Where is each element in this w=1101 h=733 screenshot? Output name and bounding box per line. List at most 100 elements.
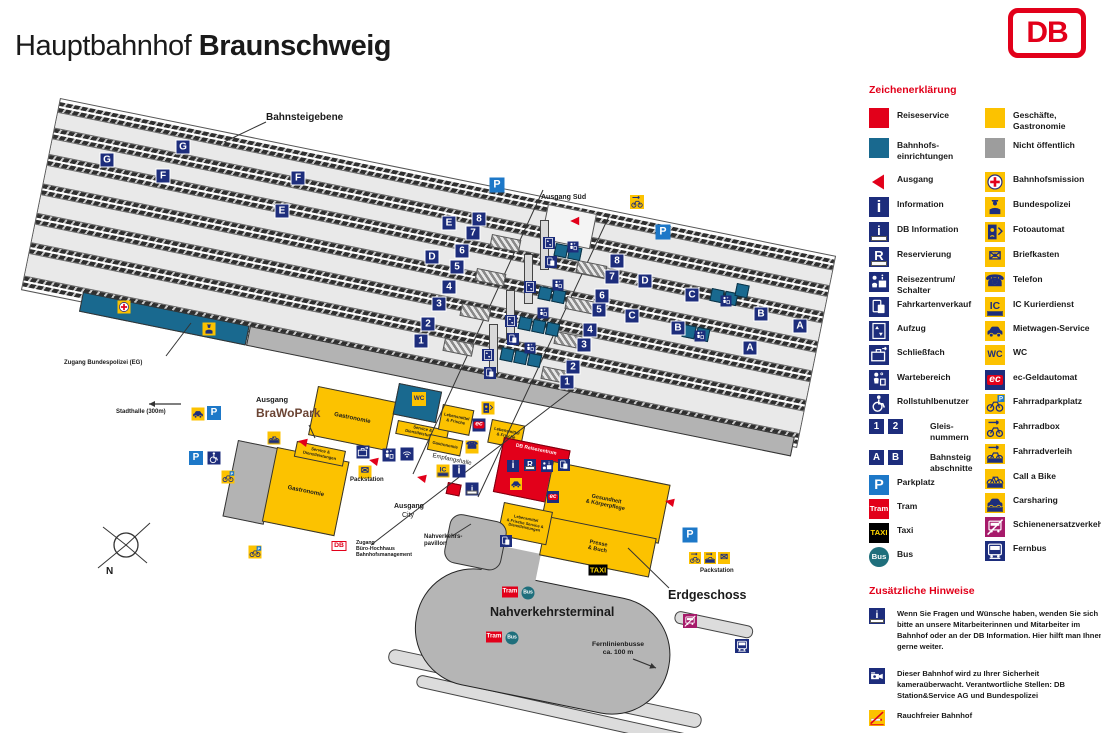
aufzug-icon [543, 237, 555, 249]
track-number-sign: 5 [591, 302, 607, 318]
track-number-sign: 1 [413, 333, 429, 349]
fahrradverleih-legend-icon [985, 444, 1005, 464]
legend-label: WC [1013, 347, 1028, 357]
nahverkehrsterminal-label: Nahverkehrsterminal [490, 605, 615, 619]
elevator-shaft [524, 254, 533, 304]
legend-label: Ausgang [897, 174, 934, 184]
note-text: Rauchfreier Bahnhof [897, 711, 973, 720]
city-label: City [402, 512, 415, 519]
platform-section-sign: G [175, 139, 191, 155]
track-number-sign: 6 [594, 288, 610, 304]
track-number-sign: 7 [604, 269, 620, 285]
exit-arrow-icon [568, 214, 582, 226]
telefon-legend-icon: ☎ [985, 272, 1005, 292]
fernlinienbusse-label: Fernlinienbusse ca. 100 m [591, 641, 645, 657]
legend-label: Gleis- nummern [930, 421, 969, 442]
ic-legend-icon: IC [985, 297, 1005, 317]
dbinfo-legend-icon: i [869, 222, 889, 242]
track-number-sign: 5 [449, 259, 465, 275]
exit-arrow-icon [295, 434, 311, 449]
legend-heading: Zeichenerklärung [869, 84, 957, 96]
platform-section-sign: C [684, 287, 700, 303]
legend-label: Fernbus [1013, 543, 1047, 553]
zugang-buerohochhaus-label: Zugang Büro-Hochhaus Bahnhofsmanagement [356, 540, 412, 559]
fernbus-legend-icon [985, 541, 1005, 561]
platform-section-sign: F [155, 168, 171, 184]
legend-label: Wartebereich [897, 372, 951, 382]
legend-label: Schließfach [897, 347, 945, 357]
aufzug-legend-icon [869, 321, 889, 341]
sq-yellow-legend-icon [985, 108, 1005, 128]
rauch-note-icon [869, 710, 885, 726]
fahrkartenverkauf-icon [500, 535, 512, 547]
packstation-label: Packstation [350, 477, 384, 483]
polizei-legend-icon [985, 197, 1005, 217]
legend-label: Tram [897, 501, 918, 511]
schliessfach-icon [356, 445, 370, 459]
legend-label: Information [897, 199, 944, 209]
rollstuhl-icon [207, 451, 221, 465]
info-legend-icon: i [869, 197, 889, 217]
platform-section-sign: B [753, 306, 769, 322]
db-logo: DB [1008, 8, 1086, 58]
platform-section-sign: G [99, 152, 115, 168]
zugang-bundespolizei-label: Zugang Bundespolizei (EG) [64, 360, 143, 366]
waiting-area-block [734, 283, 750, 299]
db-chip: DB [331, 541, 347, 551]
track-number-sign: 8 [471, 211, 487, 227]
reserv-legend-icon: R [869, 247, 889, 267]
brief-legend-icon: ✉ [985, 247, 1005, 267]
track-number-sign: 4 [582, 322, 598, 338]
svg-text:P: P [258, 546, 261, 551]
erdgeschoss-label: Erdgeschoss [668, 588, 747, 602]
exit-arrow-icon [662, 494, 678, 509]
telefon-icon: ☎ [465, 440, 479, 454]
sq-gray-legend-icon [985, 138, 1005, 158]
legend-label: Call a Bike [1013, 471, 1056, 481]
park-legend-icon: P [869, 475, 889, 495]
platform-section-sign: E [274, 203, 290, 219]
legend-label: Fahrradbox [1013, 421, 1060, 431]
legend-label: Nicht öffentlich [1013, 140, 1075, 150]
taxi-badge: TAXI [588, 564, 608, 576]
wartebereich-icon [552, 279, 564, 291]
fernbus-icon [735, 639, 749, 653]
wc-legend-icon: WC [985, 345, 1005, 365]
wartebereich-icon [720, 295, 732, 307]
legend-label: Bahnhofs- einrichtungen [897, 140, 954, 161]
platform-section-sign: D [637, 273, 653, 289]
fahrradparkplatz-icon: P [248, 545, 262, 559]
mission-legend-icon [985, 172, 1005, 192]
ec-geldautomat-icon: ec [472, 418, 486, 432]
gleis1-legend-icon: 1 [869, 419, 884, 434]
legend-label: Fotoautomat [1013, 224, 1065, 234]
svg-text:P: P [231, 471, 234, 476]
legend-label: Schienenersatzverkehr [1013, 519, 1101, 529]
legend-label: Telefon [1013, 274, 1043, 284]
platform-section-sign: A [742, 340, 758, 356]
desk-legend-icon [869, 272, 889, 292]
db-information-icon: i [465, 482, 479, 496]
platform-section-sign: B [670, 320, 686, 336]
gastronomie-nord-label: Gastronomie [333, 411, 372, 425]
bahnhofsmission-icon [117, 300, 131, 314]
absA-legend-icon: A [869, 450, 884, 465]
ausgang-city-label: Ausgang [394, 503, 424, 510]
mietwagen-icon [510, 478, 522, 490]
ec-geldautomat-icon: ec [547, 491, 559, 503]
track-number-sign: 6 [454, 243, 470, 259]
legend-label: Fahrradparkplatz [1013, 396, 1082, 406]
packstation-label: Packstation [700, 568, 734, 574]
gastronomie-nord: Gastronomie [308, 386, 397, 451]
legend-label: Rollstuhlbenutzer [897, 396, 969, 406]
legend-label: Briefkasten [1013, 249, 1060, 259]
parkplatz-icon: P [682, 527, 698, 543]
ic-kurierdienst-icon: IC [436, 464, 450, 478]
fahrradverleih-icon [704, 552, 716, 564]
reservierung-icon: R [524, 459, 536, 471]
ec-legend-icon: ec [985, 370, 1005, 390]
note-text: Wenn Sie Fragen und Wünsche haben, wende… [897, 609, 1101, 651]
track-number-sign: 2 [420, 316, 436, 332]
reiseservice-box [445, 482, 462, 497]
absB-legend-icon: B [888, 450, 903, 465]
